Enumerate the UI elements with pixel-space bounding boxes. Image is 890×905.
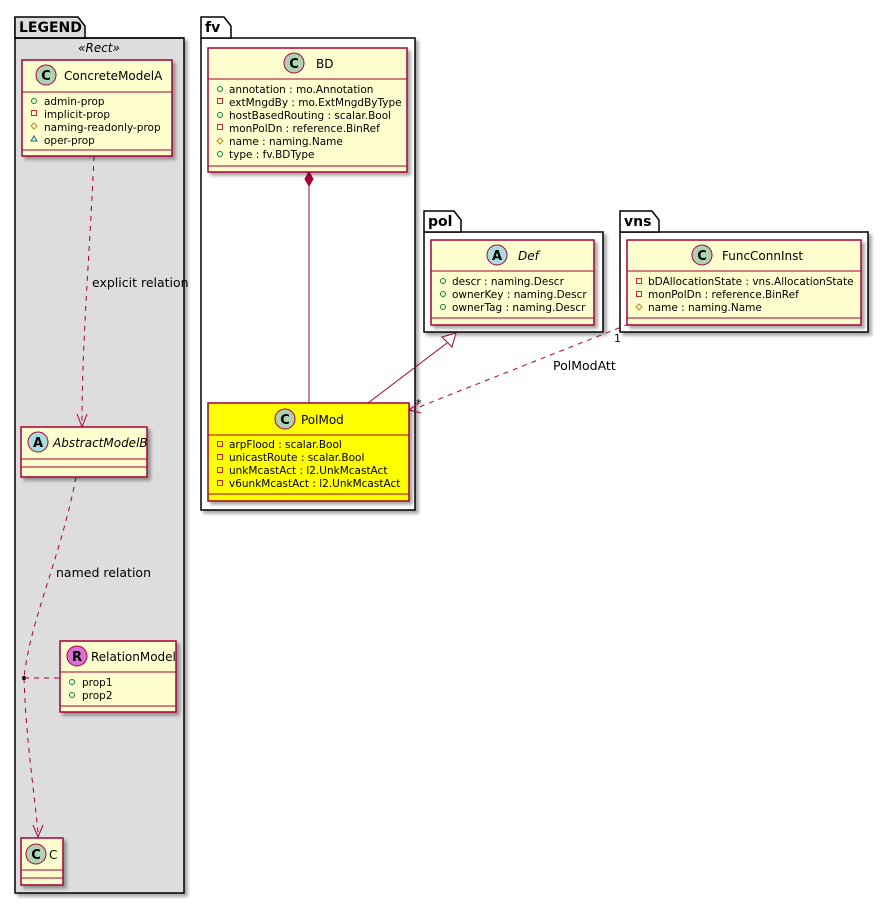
- class-pol-mod-attr-0: arpFlood : scalar.Bool: [229, 439, 342, 451]
- class-concrete-model-a-kind-icon: C: [41, 69, 51, 84]
- package-fv-label: fv: [205, 20, 220, 36]
- relation-explicit-label: explicit relation: [92, 275, 189, 290]
- package-vns-label: vns: [624, 214, 651, 230]
- class-concrete-model-a-name: ConcreteModelA: [64, 69, 163, 83]
- class-pol-mod-name: PolMod: [301, 413, 344, 427]
- class-bd[interactable]: C BD annotation : mo.Annotation extMngdB…: [207, 47, 408, 173]
- class-def[interactable]: A Def descr : naming.Descr ownerKey : na…: [430, 239, 595, 326]
- relation-polmodatt-label: PolModAtt: [553, 358, 616, 373]
- class-concrete-model-a[interactable]: C ConcreteModelA admin-prop implicit-pro…: [21, 59, 173, 157]
- class-def-attr-0: descr : naming.Descr: [452, 276, 565, 288]
- class-def-attr-2: ownerTag : naming.Descr: [452, 302, 586, 314]
- relation-named-label: named relation: [56, 565, 151, 580]
- class-c[interactable]: C C: [20, 837, 64, 886]
- class-func-conn-inst-kind-icon: C: [697, 249, 707, 264]
- relation-polmodatt-mult-many: *: [416, 397, 422, 410]
- class-def-name: Def: [518, 249, 541, 263]
- class-relation-model-attr-0: prop1: [82, 677, 113, 689]
- class-pol-mod-kind-icon: C: [280, 413, 290, 428]
- class-bd-attr-4: name : naming.Name: [229, 136, 343, 148]
- class-abstract-model-b[interactable]: A AbstractModelB: [20, 426, 148, 478]
- class-relation-model[interactable]: R RelationModel prop1 prop2: [59, 640, 177, 713]
- class-concrete-model-a-attr-3: oper-prop: [44, 135, 95, 147]
- package-pol-label: pol: [428, 214, 452, 230]
- relation-named: named relation: [22, 476, 151, 839]
- package-legend-stereotype: «Rect»: [78, 41, 120, 55]
- class-abstract-model-b-name: AbstractModelB: [52, 436, 148, 450]
- class-concrete-model-a-attr-0: admin-prop: [44, 96, 105, 108]
- class-def-attr-1: ownerKey : naming.Descr: [452, 289, 587, 301]
- class-concrete-model-a-attr-1: implicit-prop: [44, 109, 110, 121]
- class-bd-attr-3: monPolDn : reference.BinRef: [229, 123, 380, 135]
- class-pol-mod-attr-2: unkMcastAct : l2.UnkMcastAct: [229, 465, 387, 477]
- class-pol-mod[interactable]: C PolMod arpFlood : scalar.Bool unicastR…: [207, 402, 410, 502]
- class-func-conn-inst-attr-2: name : naming.Name: [648, 302, 762, 314]
- class-func-conn-inst-attr-1: monPolDn : reference.BinRef: [648, 289, 799, 301]
- relation-bd-polmod-composition: [304, 170, 314, 403]
- class-func-conn-inst-attr-0: bDAllocationState : vns.AllocationState: [648, 276, 854, 288]
- package-legend-label: LEGEND: [19, 20, 82, 36]
- class-pol-mod-attr-1: unicastRoute : scalar.Bool: [229, 452, 364, 464]
- class-c-name: C: [49, 848, 57, 862]
- class-relation-model-kind-icon: R: [72, 650, 82, 665]
- class-def-kind-icon: A: [492, 249, 502, 264]
- class-bd-attr-0: annotation : mo.Annotation: [229, 84, 373, 96]
- class-concrete-model-a-attr-2: naming-readonly-prop: [44, 122, 161, 134]
- class-bd-attr-5: type : fv.BDType: [229, 149, 315, 161]
- class-bd-attr-2: hostBasedRouting : scalar.Bool: [229, 110, 391, 122]
- class-bd-kind-icon: C: [289, 57, 299, 72]
- class-relation-model-attr-1: prop2: [82, 690, 113, 702]
- class-func-conn-inst-name: FuncConnInst: [722, 249, 803, 263]
- class-abstract-model-b-kind-icon: A: [33, 436, 43, 451]
- relation-polmodatt-mult-one: 1: [614, 332, 621, 345]
- class-pol-mod-attr-3: v6unkMcastAct : l2.UnkMcastAct: [229, 478, 400, 490]
- relation-polmod-def-generalization: [367, 332, 457, 404]
- class-c-kind-icon: C: [31, 848, 41, 863]
- class-bd-name: BD: [316, 57, 333, 71]
- class-relation-model-name: RelationModel: [91, 650, 176, 664]
- class-func-conn-inst[interactable]: C FuncConnInst bDAllocationState : vns.A…: [626, 239, 862, 326]
- class-bd-attr-1: extMngdBy : mo.ExtMngdByType: [229, 97, 402, 109]
